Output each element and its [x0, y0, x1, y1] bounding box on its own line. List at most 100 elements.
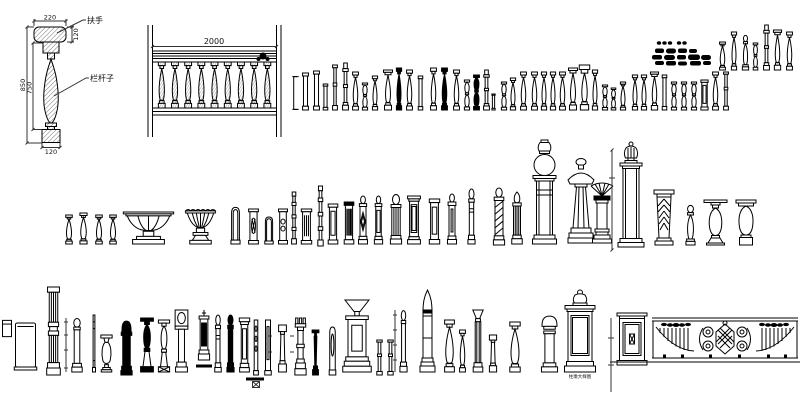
postpanel-figure: [428, 198, 441, 245]
hourglass-figure: [362, 82, 368, 111]
hourglass-figure: [473, 74, 480, 111]
vase-figure: [352, 71, 359, 111]
poststripes-figure: [300, 208, 313, 245]
widecap-figure: [650, 71, 659, 111]
dim-cap-width: 220: [44, 14, 56, 22]
colonnette-figure: [376, 339, 383, 376]
palm-leaf-column: [654, 190, 674, 245]
ballpostdim-figure: [399, 309, 408, 373]
dim-base-width: 120: [45, 148, 57, 156]
ballbox-figure: [174, 309, 189, 373]
vase-figure: [719, 41, 726, 71]
elevation-baluster-figure: [171, 61, 179, 109]
diamondball-figure: [358, 195, 368, 245]
stone-blobs: [652, 41, 711, 66]
vase-figure: [541, 71, 547, 111]
sunburst-capital-post: [591, 183, 613, 243]
vase-figure: [641, 74, 647, 111]
pedestal-caption: 柱墩大样图: [569, 373, 592, 380]
urnribbed-figure: [184, 208, 217, 245]
vase-figure: [406, 69, 413, 111]
Tbal-figure: [311, 329, 320, 376]
hourglass-figure: [691, 81, 697, 111]
roundslab-figure: [230, 206, 241, 245]
ball-figure: [741, 34, 750, 71]
vase-figure: [395, 67, 403, 111]
vase-figure: [550, 71, 556, 111]
vase-figure: [531, 71, 538, 111]
vase-figure: [95, 214, 103, 245]
obelisk-figure: [420, 290, 435, 372]
panel-pillar: [617, 313, 647, 365]
flared-top-baluster: [704, 200, 727, 245]
baluster-detail-drawing: 220 120 850 750 120 扶手 栏杆子: [19, 14, 114, 157]
tinybox-figure: [2, 320, 12, 337]
stackcol-figure: [317, 185, 324, 247]
railing-elevation: 2000: [148, 25, 281, 137]
elevation-baluster-figure: [263, 61, 272, 109]
vase-figure: [430, 67, 437, 111]
ballpostdim-figure: [71, 318, 83, 373]
elevation-baluster-figure: [250, 61, 259, 109]
darkdome-figure: [120, 320, 133, 376]
elevation-baluster-figure: [157, 61, 166, 109]
straight-figure: [313, 70, 320, 111]
panelcol-figure: [238, 317, 251, 373]
hourglass-figure: [681, 81, 687, 111]
vase-figure: [79, 212, 88, 245]
ballcol-figure: [467, 188, 476, 245]
slab-figure: [13, 322, 38, 371]
sqbal-figure: [489, 334, 497, 373]
postpanel-figure: [700, 79, 709, 111]
urn-finial-pedestal: [618, 142, 644, 247]
ballcol-figure: [214, 314, 222, 373]
panelball-figure: [373, 195, 384, 245]
stackcol-figure: [291, 191, 297, 245]
vase-figure: [712, 71, 719, 111]
legbal-figure: [140, 317, 154, 373]
hourglass-figure: [501, 81, 507, 111]
vase-figure: [632, 74, 638, 111]
straight-figure: [661, 74, 668, 111]
post8-figure: [278, 208, 288, 245]
vase-figure: [731, 31, 737, 71]
hourglass-figure: [602, 84, 608, 111]
hourglass-figure: [611, 87, 616, 111]
ovalpost-figure: [328, 326, 337, 376]
hourglass-figure: [671, 81, 677, 111]
grand-ball-urn-post: [533, 140, 557, 244]
vase-figure: [520, 71, 527, 111]
straight-figure: [491, 93, 496, 111]
dim-rail-length: 2000: [204, 37, 224, 46]
straight-figure: [417, 75, 424, 111]
elevation-baluster-figure: [223, 61, 232, 109]
vase-figure: [65, 214, 73, 245]
crossped-figure: [197, 309, 211, 361]
widecap-figure: [773, 29, 782, 71]
rail-ornament: [256, 52, 270, 61]
straight-figure: [302, 72, 309, 111]
figures-layer: [2, 24, 793, 376]
postpanel-figure: [327, 203, 339, 245]
spiralball-figure: [492, 187, 506, 246]
vase-figure: [509, 321, 521, 373]
straight-figure: [322, 83, 329, 111]
vase-figure: [459, 329, 466, 373]
colonnette-figure: [332, 64, 338, 111]
pedpanel-figure: [407, 195, 421, 245]
hourglass-figure: [752, 42, 759, 71]
elevation-baluster-figure: [197, 61, 206, 109]
funnelcol-figure: [472, 309, 484, 373]
grand-pedestal: [565, 290, 596, 372]
label-handrail: 扶手: [87, 15, 103, 25]
vase-figure: [559, 71, 566, 111]
vase-figure: [592, 69, 598, 111]
vase-figure: [453, 69, 460, 111]
colcap-figure: [483, 69, 490, 111]
bulb-baluster: [736, 200, 756, 245]
vase-figure: [510, 77, 516, 111]
dim-rail-height: 120: [72, 28, 80, 40]
vase-figure: [372, 75, 378, 111]
